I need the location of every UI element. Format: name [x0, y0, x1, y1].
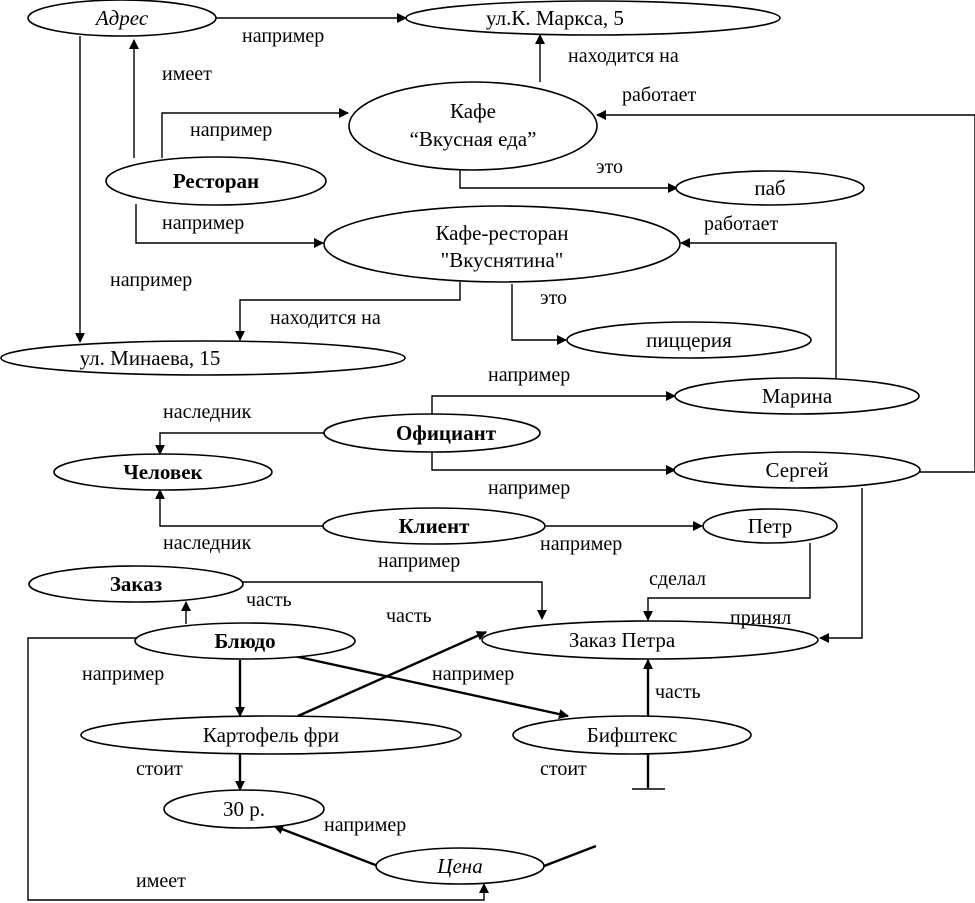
label-oficiant-chelovek: наследник [163, 401, 252, 423]
label-marksa-nahoditsya: находится на [568, 45, 679, 67]
edge-blyudo-cena [27, 637, 489, 901]
node-minaeva: ул. Минаева, 15 [0, 340, 406, 376]
label-oficiant-sergey: например [488, 477, 570, 499]
node-blyudo: Блюдо [134, 622, 356, 660]
edge-kr-piccheria [511, 284, 567, 345]
label-cena-price: например [324, 814, 406, 836]
node-restoran: Ресторан [105, 156, 327, 206]
node-blyudo-label: Блюдо [214, 629, 275, 653]
node-kafe: Кафе “Вкусная еда” [348, 81, 598, 171]
node-kafe-restoran-label-2: "Вкуснятина" [441, 248, 564, 272]
node-marksa-label: ул.К. Маркса, 5 [486, 6, 624, 30]
edge-petr-zakazpetra [643, 543, 811, 621]
label-klient-petr: например [540, 533, 622, 555]
node-kafe-restoran-label-1: Кафе-ресторан [435, 221, 568, 245]
node-kafe-label-1: Кафе [450, 99, 496, 123]
edge-cena-price [273, 824, 379, 868]
edge-klient-chelovek [155, 489, 323, 527]
label-blyudo-zakaz: часть [246, 589, 292, 611]
edge-sergey-zakazpetra [819, 488, 863, 643]
label-restoran-kr: например [162, 212, 244, 234]
edge-kr-minaeva [235, 282, 461, 341]
label-kartofel-stoit: стоит [136, 758, 183, 780]
node-cena: Цена [375, 847, 545, 885]
node-price-30: 30 р. [163, 789, 325, 829]
label-zakaz-chast: часть [386, 605, 432, 627]
node-cena-label: Цена [436, 854, 482, 878]
label-oficiant-marina: например [488, 364, 570, 386]
edge-kafe-pab [459, 170, 678, 193]
edge-zakaz-zakazpetra [242, 581, 547, 620]
node-marksa: ул.К. Маркса, 5 [405, 0, 781, 36]
edge-labels: например имеет находится на работает нап… [82, 25, 791, 892]
edge-oficiant-chelovek [155, 432, 325, 455]
node-chelovek: Человек [53, 453, 273, 491]
label-blyudo-cena: имеет [136, 870, 186, 892]
node-kafe-restoran: Кафе-ресторан "Вкуснятина" [323, 205, 681, 283]
node-piccheria: пиццерия [566, 321, 812, 359]
edge-blyudo-bifshteks [293, 654, 569, 719]
node-zakaz-petra: Заказ Петра [481, 620, 819, 660]
node-pab: паб [675, 170, 865, 206]
node-kartofel-label: Картофель фри [203, 723, 339, 747]
label-kr-minaeva: находится на [270, 307, 381, 329]
label-kafe-pab: это [596, 156, 623, 178]
label-bifshteks-stoit: стоит [540, 758, 587, 780]
node-zakaz: Заказ [28, 565, 244, 603]
node-marina-label: Марина [762, 384, 833, 408]
node-sergey: Сергей [673, 451, 921, 489]
label-restoran-adres: имеет [162, 63, 212, 85]
label-adres-minaeva: например [110, 269, 192, 291]
label-sergey-kafe: работает [622, 84, 697, 106]
edges [27, 13, 975, 901]
node-sergey-label: Сергей [766, 458, 829, 482]
node-oficiant-label: Официант [396, 421, 497, 445]
label-blyudo-kartofel: например [82, 663, 164, 685]
node-chelovek-label: Человек [123, 460, 203, 484]
node-zakaz-label: Заказ [110, 572, 162, 596]
label-kr-piccheria: это [540, 287, 567, 309]
node-price-30-label: 30 р. [223, 797, 265, 821]
node-marina: Марина [674, 377, 920, 415]
label-adres-marksa: например [242, 25, 324, 47]
node-oficiant: Официант [323, 413, 541, 453]
label-klient-naprimer: например [378, 550, 460, 572]
edge-cena-extension [543, 844, 597, 868]
node-restoran-label: Ресторан [173, 169, 259, 193]
label-blyudo-bifshteks: например [432, 663, 514, 685]
edge-sergey-kafe [596, 110, 975, 473]
node-klient: Клиент [322, 507, 546, 545]
edge-oficiant-sergey [431, 452, 676, 475]
edge-kartofel-zakazpetra [297, 630, 487, 718]
edge-restoran-kafe [161, 108, 349, 158]
node-pab-label: паб [754, 176, 785, 200]
node-adres-label: Адрес [94, 6, 149, 30]
label-marina-kr: работает [704, 213, 779, 235]
label-sergey-prinyal: принял [730, 607, 791, 629]
label-petr-sdelal: сделал [649, 568, 706, 590]
node-adres: Адрес [27, 0, 217, 37]
edge-oficiant-marina [431, 391, 676, 416]
node-klient-label: Клиент [399, 514, 471, 538]
node-kafe-label-2: “Вкусная еда” [410, 127, 537, 151]
node-piccheria-label: пиццерия [646, 328, 732, 352]
node-petr: Петр [702, 508, 838, 544]
edge-restoran-kr [135, 204, 324, 248]
label-bifshteks-chast: часть [655, 681, 701, 703]
edge-marina-kr [680, 238, 837, 380]
node-bifshteks: Бифштекс [512, 715, 752, 755]
label-restoran-kafe: например [190, 119, 272, 141]
node-zakaz-petra-label: Заказ Петра [569, 628, 676, 652]
node-minaeva-label: ул. Минаева, 15 [80, 346, 221, 370]
node-petr-label: Петр [748, 514, 792, 538]
node-bifshteks-label: Бифштекс [587, 723, 678, 747]
label-klient-chelovek: наследник [163, 532, 252, 554]
node-kartofel: Картофель фри [80, 715, 462, 755]
